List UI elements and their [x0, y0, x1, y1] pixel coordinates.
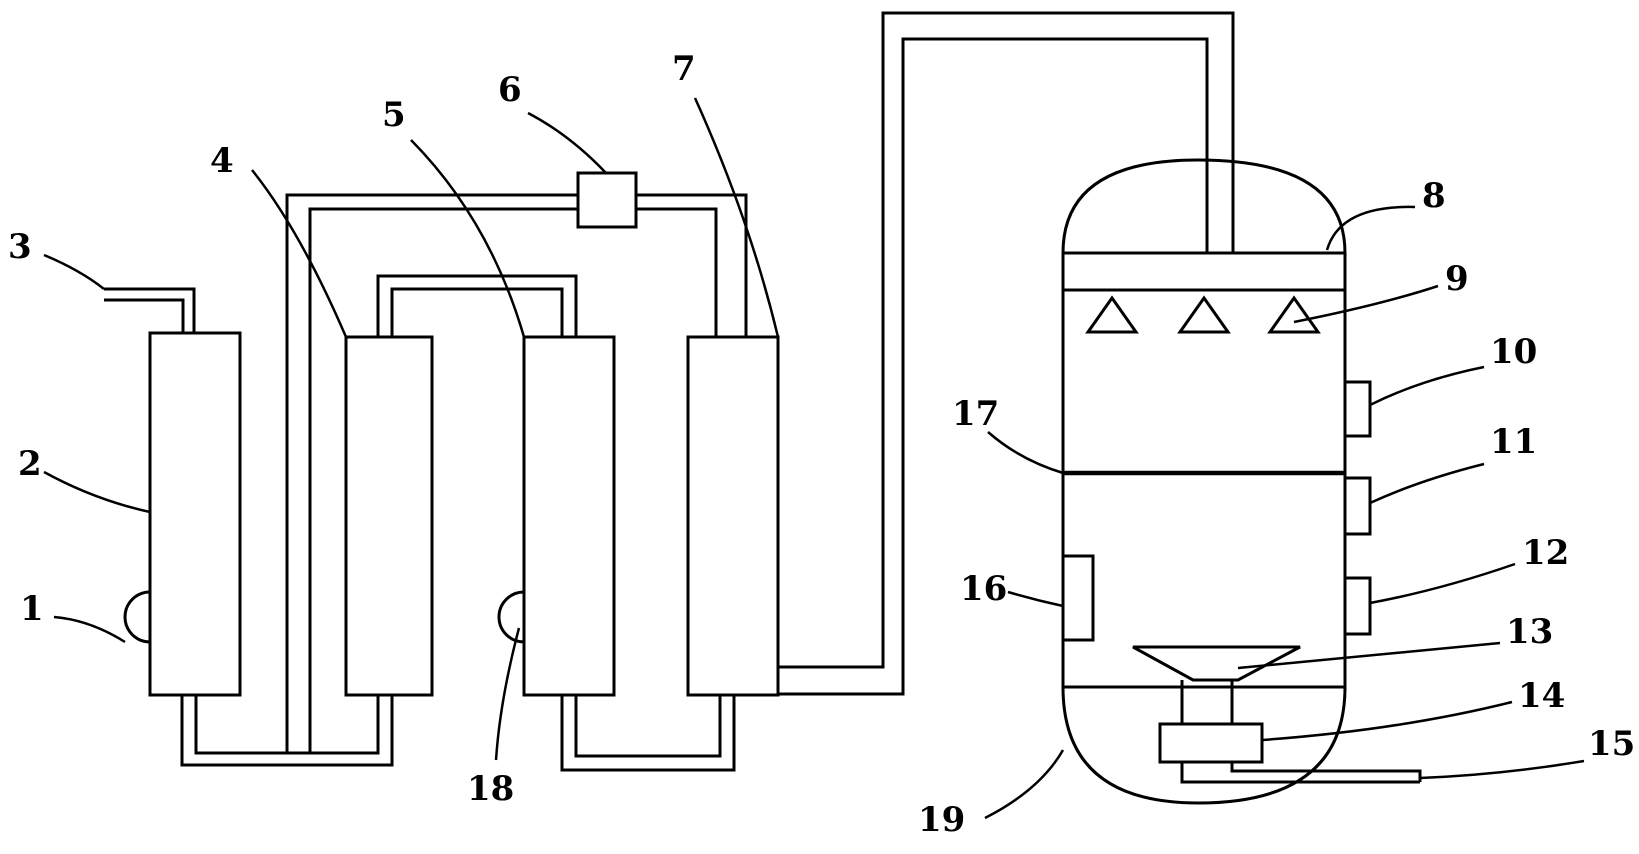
label-4: 4	[210, 141, 234, 181]
spray-nozzle-9b	[1177, 295, 1231, 334]
leader-4	[251, 169, 348, 338]
label-16: 16	[960, 569, 1007, 609]
pipe-7-8-inner	[778, 37, 1209, 696]
label-6: 6	[498, 70, 522, 110]
pipe-loop-right-outer	[636, 193, 748, 337]
label-3: 3	[8, 227, 32, 267]
leader-1	[53, 615, 126, 644]
outlet-15-inner	[1230, 762, 1422, 782]
label-9: 9	[1445, 259, 1469, 299]
label-8: 8	[1422, 176, 1446, 216]
leader-17	[987, 431, 1064, 475]
leader-11	[1369, 462, 1485, 505]
label-17: 17	[952, 394, 999, 434]
pipe-loop-right-inner	[636, 207, 718, 337]
label-2: 2	[18, 444, 42, 484]
heater-18	[497, 590, 525, 644]
label-12: 12	[1522, 533, 1569, 573]
outlet-15-outer	[1180, 762, 1420, 784]
pump-14	[1158, 722, 1264, 764]
tank-7	[686, 335, 780, 697]
label-14: 14	[1518, 676, 1565, 716]
tank-2	[148, 331, 242, 697]
pipe-4-5-outer	[376, 274, 578, 337]
pipe-loop-outer	[285, 193, 578, 753]
label-10: 10	[1490, 332, 1537, 372]
leader-3	[43, 253, 105, 290]
pipe-4-5-inner	[390, 287, 564, 337]
sensor-16	[1061, 554, 1095, 642]
port-12	[1343, 576, 1372, 636]
pipe-2-4-outer	[180, 695, 394, 767]
label-19: 19	[918, 800, 965, 840]
tank-4	[344, 335, 434, 697]
leader-2	[43, 470, 151, 514]
leader-18	[494, 627, 521, 761]
pipe-loop-inner	[308, 207, 578, 753]
leader-14	[1261, 700, 1513, 742]
label-15: 15	[1588, 724, 1635, 764]
label-18: 18	[467, 769, 514, 809]
port-11	[1343, 476, 1372, 536]
label-13: 13	[1506, 612, 1553, 652]
pipe-3-outer	[104, 287, 196, 333]
leader-15	[1419, 759, 1585, 780]
valve-6	[576, 171, 638, 229]
leader-13	[1237, 641, 1501, 670]
label-11: 11	[1490, 422, 1537, 462]
spray-nozzle-9c	[1267, 295, 1321, 334]
label-1: 1	[20, 589, 44, 629]
tank-5	[522, 335, 616, 697]
label-5: 5	[382, 95, 406, 135]
spray-nozzle-9a	[1085, 295, 1139, 334]
port-10	[1343, 380, 1372, 438]
label-7: 7	[672, 49, 696, 89]
pipe-7-8-outer	[778, 11, 1235, 669]
leader-9	[1293, 284, 1439, 324]
leader-12	[1369, 562, 1516, 605]
leader-5	[410, 139, 526, 338]
leader-16	[1007, 590, 1064, 608]
leader-10	[1369, 365, 1485, 407]
leader-6	[527, 111, 607, 174]
leader-19	[984, 749, 1065, 820]
funnel-13	[1132, 645, 1301, 682]
pipe-5-7-outer	[560, 695, 736, 772]
leader-7	[693, 97, 780, 338]
leader-8	[1325, 205, 1416, 251]
pipe-3-inner	[104, 298, 185, 333]
heater-1	[123, 590, 151, 644]
pipe-5-7-inner	[574, 695, 722, 758]
reactor-vessel	[1061, 158, 1347, 805]
